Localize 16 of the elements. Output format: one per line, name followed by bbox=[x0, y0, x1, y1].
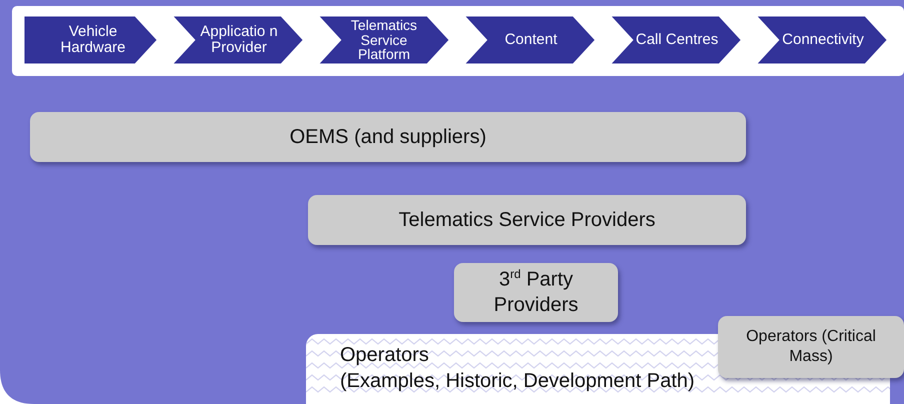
rounded-box bbox=[30, 112, 746, 162]
box-label: Operators bbox=[340, 343, 429, 368]
box-label: 3$^{rd}$ Party Providers bbox=[492, 267, 580, 318]
rounded-box bbox=[454, 263, 618, 322]
rounded-box bbox=[308, 195, 746, 245]
box-label: Content bbox=[504, 32, 558, 48]
rounded-box bbox=[718, 316, 904, 378]
box-label: Vehicle Hardware bbox=[59, 24, 127, 56]
box-label: Call Centres bbox=[634, 32, 720, 48]
box-label: (Examples, Historic, Development Path) bbox=[340, 369, 695, 394]
box-label: Applicatio n Provider bbox=[199, 24, 279, 56]
box-label: OEMS (and suppliers) bbox=[288, 124, 488, 150]
box-label: Operators (Critical Mass) bbox=[745, 327, 877, 367]
box-label: Telematics Service Platform bbox=[350, 18, 418, 62]
box-label: Connectivity bbox=[781, 32, 865, 48]
box-label: Telematics Service Providers bbox=[398, 208, 656, 232]
